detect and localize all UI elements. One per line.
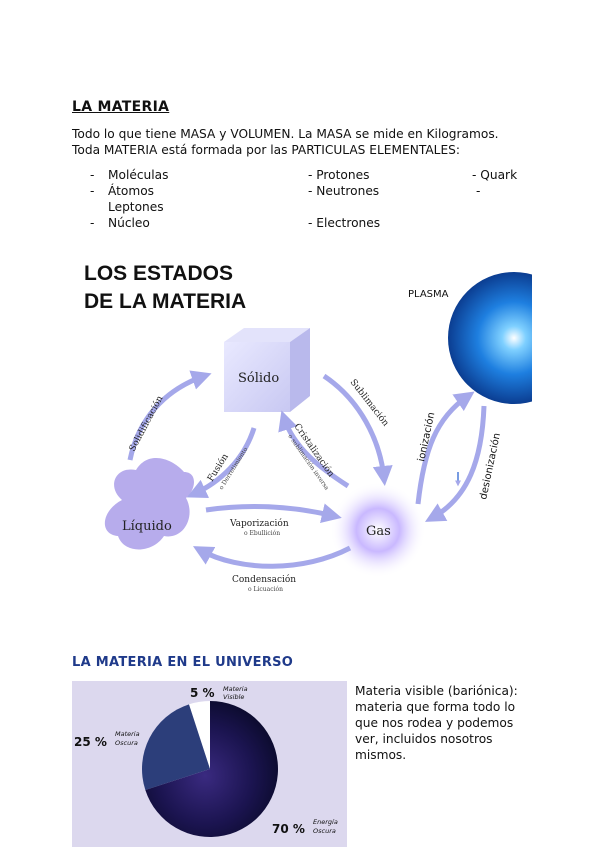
slice-label-dark-matter-2: Oscura bbox=[115, 739, 138, 747]
label-vaporization: Vaporización bbox=[229, 518, 289, 529]
list-item: - Quark bbox=[472, 168, 518, 182]
list-item: Núcleo bbox=[108, 216, 150, 230]
solid-label: Sólido bbox=[238, 371, 279, 386]
intro-line-2: Toda MATERIA está formada por las PARTIC… bbox=[72, 143, 460, 157]
arrow-vaporization bbox=[205, 503, 342, 523]
slice-label-visible: Materia bbox=[223, 685, 248, 693]
slice-label-dark-energy-pct: 70 % bbox=[272, 822, 305, 836]
label-vaporization-sub: o Ebullición bbox=[244, 530, 280, 537]
arrow-ionization bbox=[415, 391, 475, 505]
list-item: Moléculas bbox=[108, 168, 169, 182]
plasma-sphere bbox=[448, 272, 532, 404]
slice-label-dark-energy: Energía bbox=[313, 818, 338, 826]
arrow-fusion bbox=[186, 427, 257, 499]
list-item: - bbox=[476, 184, 481, 198]
visible-matter-description: Materia visible (bariónica): materia que… bbox=[355, 684, 518, 762]
gas-glow bbox=[330, 482, 426, 578]
arrow-sublimation bbox=[322, 373, 393, 486]
diagram-title-line-2: DE LA MATERIA bbox=[84, 290, 246, 313]
slice-label-dark-matter: Materia bbox=[115, 730, 140, 738]
label-condensation-sub: o Licuación bbox=[248, 586, 283, 593]
pie-slice-dark-matter bbox=[142, 704, 210, 791]
liquid-label: Líquido bbox=[122, 519, 172, 534]
solid-cube bbox=[224, 328, 310, 412]
slice-label-dark-matter-pct: 25 % bbox=[74, 735, 107, 749]
arrow-solidification bbox=[127, 370, 212, 461]
gas-label: Gas bbox=[366, 524, 391, 539]
label-solidification: Solidificación bbox=[127, 394, 166, 454]
diagram-title-line-1: LOS ESTADOS bbox=[84, 262, 233, 285]
list-dash: - bbox=[90, 168, 95, 182]
plasma-label: PLASMA bbox=[408, 289, 449, 300]
list-item: - Protones bbox=[308, 168, 370, 182]
list-item: Leptones bbox=[108, 200, 164, 214]
intro-line-1: Todo lo que tiene MASA y VOLUMEN. La MAS… bbox=[72, 127, 499, 141]
list-dash: - bbox=[90, 216, 95, 230]
universe-pie-panel: 5 % Materia Visible 25 % Materia Oscura … bbox=[72, 681, 347, 847]
slice-label-visible-pct: 5 % bbox=[190, 686, 215, 700]
section-title-universe: LA MATERIA EN EL UNIVERSO bbox=[72, 655, 294, 670]
list-item: - Neutrones bbox=[308, 184, 380, 198]
universe-pie-chart: 5 % Materia Visible 25 % Materia Oscura … bbox=[74, 685, 338, 837]
arrow-deionization bbox=[425, 405, 487, 522]
arrow-condensation bbox=[192, 545, 352, 569]
intro-paragraph: Todo lo que tiene MASA y VOLUMEN. La MAS… bbox=[72, 126, 532, 158]
label-condensation: Condensación bbox=[232, 574, 296, 585]
states-of-matter-diagram: LOS ESTADOS DE LA MATERIA Sólido Líquido… bbox=[84, 262, 532, 593]
section-title-materia: LA MATERIA bbox=[72, 99, 170, 115]
pie-slice-visible-matter bbox=[188, 701, 210, 769]
slice-label-visible-2: Visible bbox=[223, 693, 244, 701]
pie-slice-dark-energy bbox=[145, 701, 278, 837]
arrow-crystallization bbox=[278, 410, 350, 489]
list-item: - Electrones bbox=[308, 216, 381, 230]
slice-label-dark-energy-2: Oscura bbox=[313, 827, 336, 835]
list-dash: - bbox=[90, 184, 95, 198]
liquid-blob bbox=[104, 457, 194, 550]
list-item: Átomos bbox=[108, 184, 155, 198]
